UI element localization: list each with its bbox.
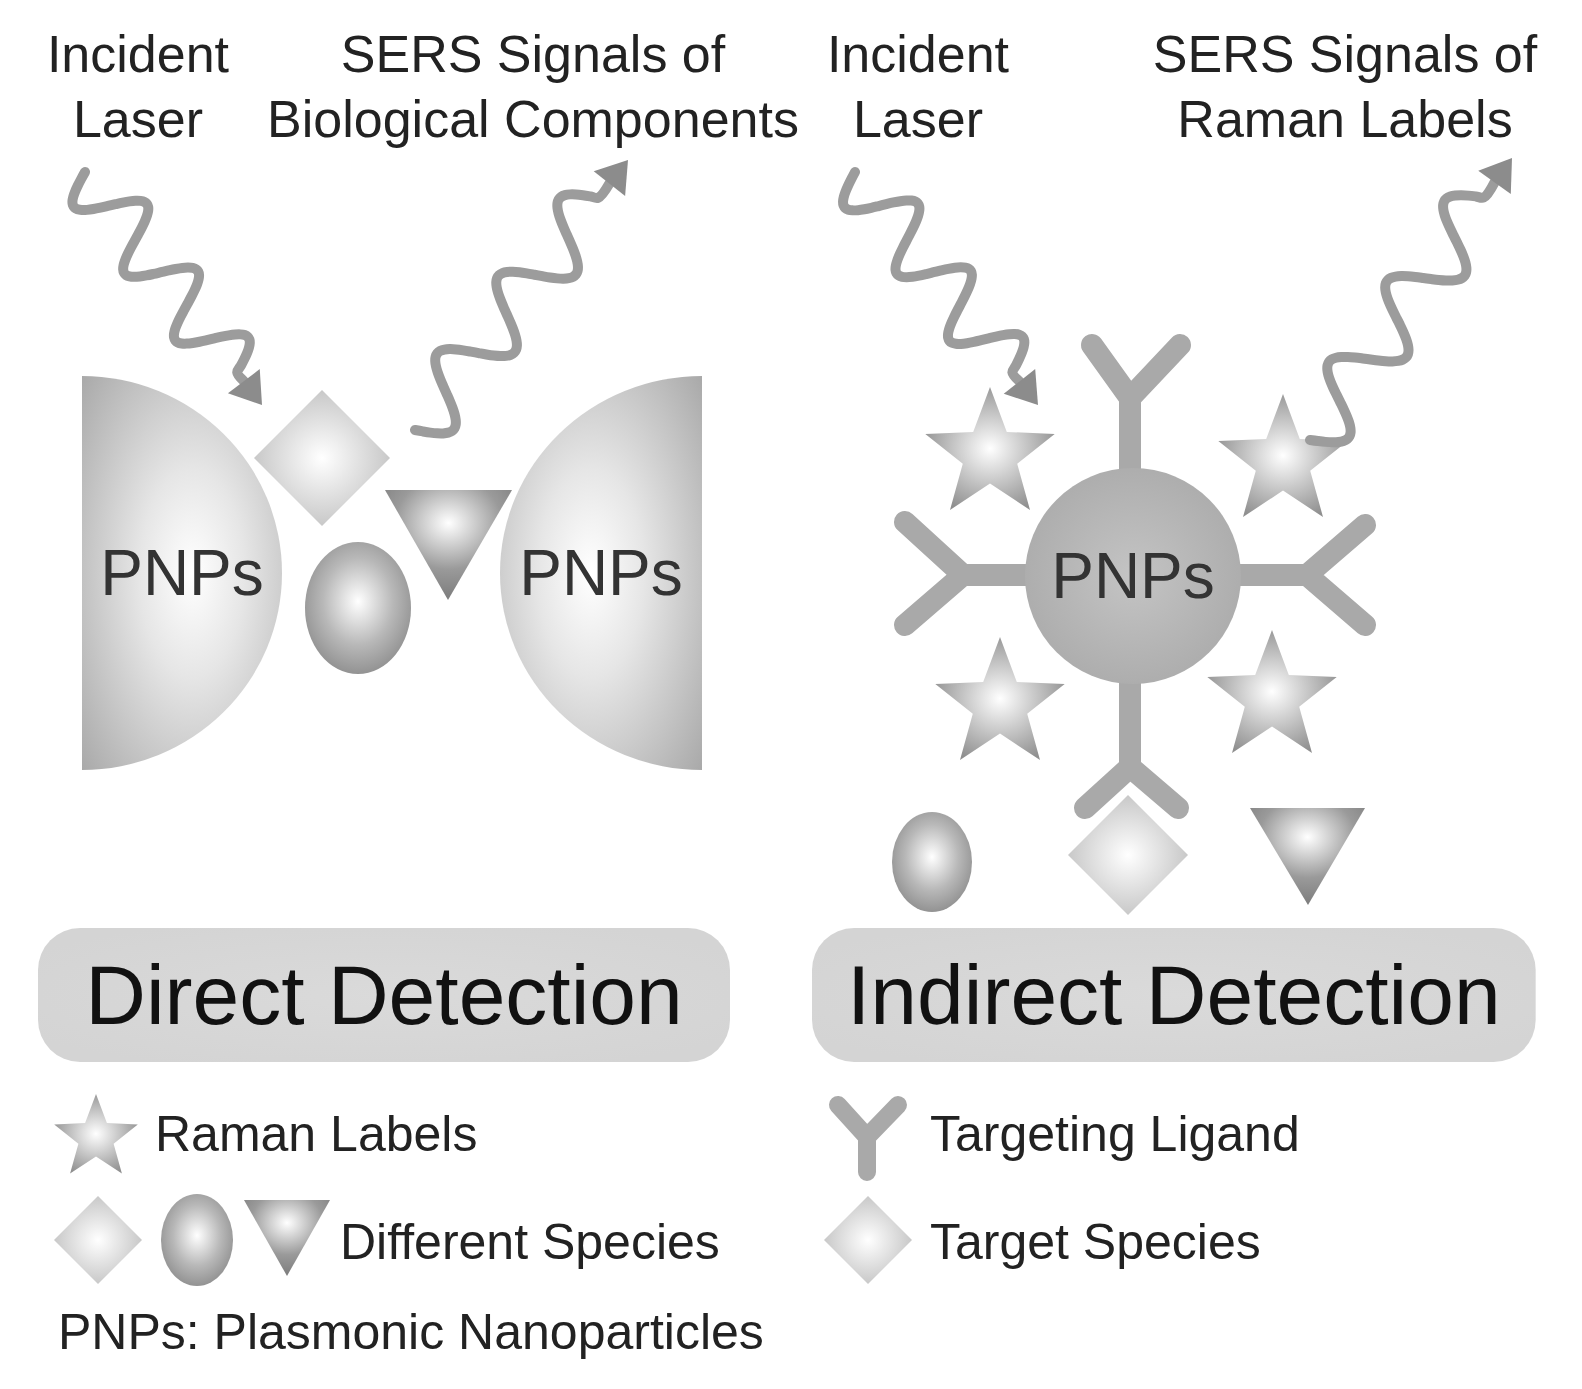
signal-label: SERS Signals of Raman Labels: [1130, 22, 1560, 152]
node-label: PNPs: [100, 536, 264, 610]
raman-label-star: [1207, 630, 1336, 753]
legend-text: Target Species: [930, 1212, 1261, 1272]
legend-diamond: [824, 1196, 912, 1284]
raman-label-star: [54, 1094, 138, 1174]
arrowhead: [1004, 369, 1038, 405]
node-outline: [1025, 468, 1241, 684]
legend-triangle: [244, 1200, 330, 1276]
node-outline: [500, 376, 702, 770]
half-nanoparticle: [82, 376, 282, 770]
signal-label: Incident Laser: [8, 22, 268, 152]
light-wave-arrow: [415, 160, 628, 433]
species-triangle: [1250, 808, 1365, 905]
target-species-diamond: [1068, 795, 1188, 915]
light-wave-arrow: [843, 172, 1038, 405]
node-outline: [812, 928, 1536, 1062]
wave-line: [1310, 182, 1495, 442]
signal-label: SERS Signals of Biological Components: [253, 22, 813, 152]
legend-sphere: [161, 1194, 233, 1286]
legend-text: Different Species: [340, 1212, 720, 1272]
raman-label-star: [925, 387, 1054, 510]
species-sphere: [892, 812, 972, 912]
legend-diamond: [54, 1196, 142, 1284]
arrowhead: [1478, 158, 1512, 194]
raman-label-star: [935, 637, 1064, 760]
species-diamond: [254, 390, 390, 526]
plasmonic-nanoparticle: PNPs: [82, 376, 282, 770]
arrowhead: [228, 369, 262, 405]
signal-label: Incident Laser: [788, 22, 1048, 152]
arrowhead: [594, 160, 628, 196]
node-label: Indirect Detection: [847, 947, 1501, 1044]
species-triangle: [385, 490, 512, 600]
raman-label-star: [1218, 394, 1347, 517]
node-label: PNPs: [519, 536, 683, 610]
abbreviation-note: PNPs: Plasmonic Nanoparticles: [58, 1302, 958, 1362]
light-wave-arrow: [1310, 158, 1512, 442]
method-band: Direct Detection: [38, 928, 730, 1062]
light-wave-arrow: [72, 172, 262, 405]
wave-line: [415, 184, 609, 434]
nanoparticle-circle: [1025, 468, 1241, 684]
legend-text: Targeting Ligand: [930, 1104, 1300, 1164]
wave-line: [72, 172, 249, 381]
node-outline: [38, 928, 730, 1062]
legend-ligand: [838, 1105, 898, 1172]
node-outline: [82, 376, 282, 770]
targeting-ligands: [905, 345, 1365, 808]
legend-text: Raman Labels: [155, 1104, 477, 1164]
plasmonic-nanoparticle: PNPs: [500, 376, 702, 770]
plasmonic-nanoparticle: PNPs: [1025, 468, 1241, 684]
band-shape: [38, 928, 730, 1062]
band-shape: [812, 928, 1536, 1062]
node-label: PNPs: [1051, 539, 1215, 613]
method-band: Indirect Detection: [812, 928, 1536, 1062]
wave-line: [843, 172, 1024, 381]
half-nanoparticle: [500, 376, 702, 770]
species-sphere: [305, 542, 411, 674]
node-label: Direct Detection: [85, 947, 683, 1044]
